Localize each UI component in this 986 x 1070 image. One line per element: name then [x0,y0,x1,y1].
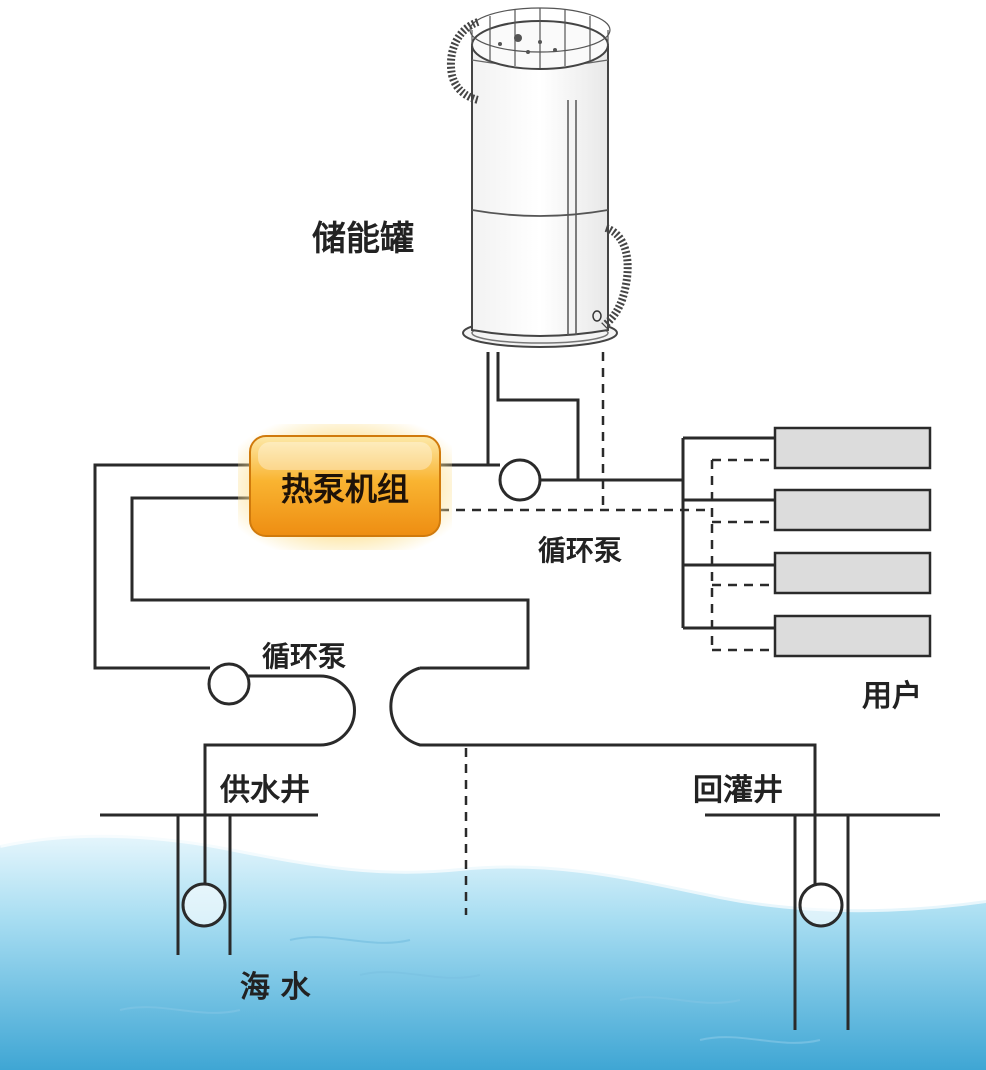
tank-stair-left [447,18,480,104]
pump-upper-label: 循环泵 [538,534,622,567]
user-unit [773,551,932,595]
tank-ladder [567,100,577,335]
user-units [773,426,932,658]
heat-pump-unit: 热泵机组 [238,424,452,550]
circulation-pump-upper [498,458,542,502]
user-unit [773,488,932,532]
return-lines [440,352,775,915]
circulation-pump-lower [207,662,251,706]
heat-pump-label: 热泵机组 [281,470,409,508]
users-label: 用户 [862,679,922,714]
seawater-area [0,831,986,1070]
supply-well-label: 供水井 [219,773,310,808]
recharge-well-label: 回灌井 [693,773,783,808]
pipes [93,352,940,1030]
water-body [0,834,986,1070]
pump-lower-label: 循环泵 [262,640,346,673]
supply-well-pump [181,882,227,928]
seawater-label: 海 水 [240,970,311,1005]
tank-label: 储能罐 [312,219,414,259]
user-unit [773,426,932,470]
user-unit [773,614,932,658]
storage-tank [447,7,632,348]
recharge-well-pump [798,882,844,928]
tank-railing [469,7,611,68]
tank-stair-right [601,224,632,329]
wave-lines [119,936,821,1044]
